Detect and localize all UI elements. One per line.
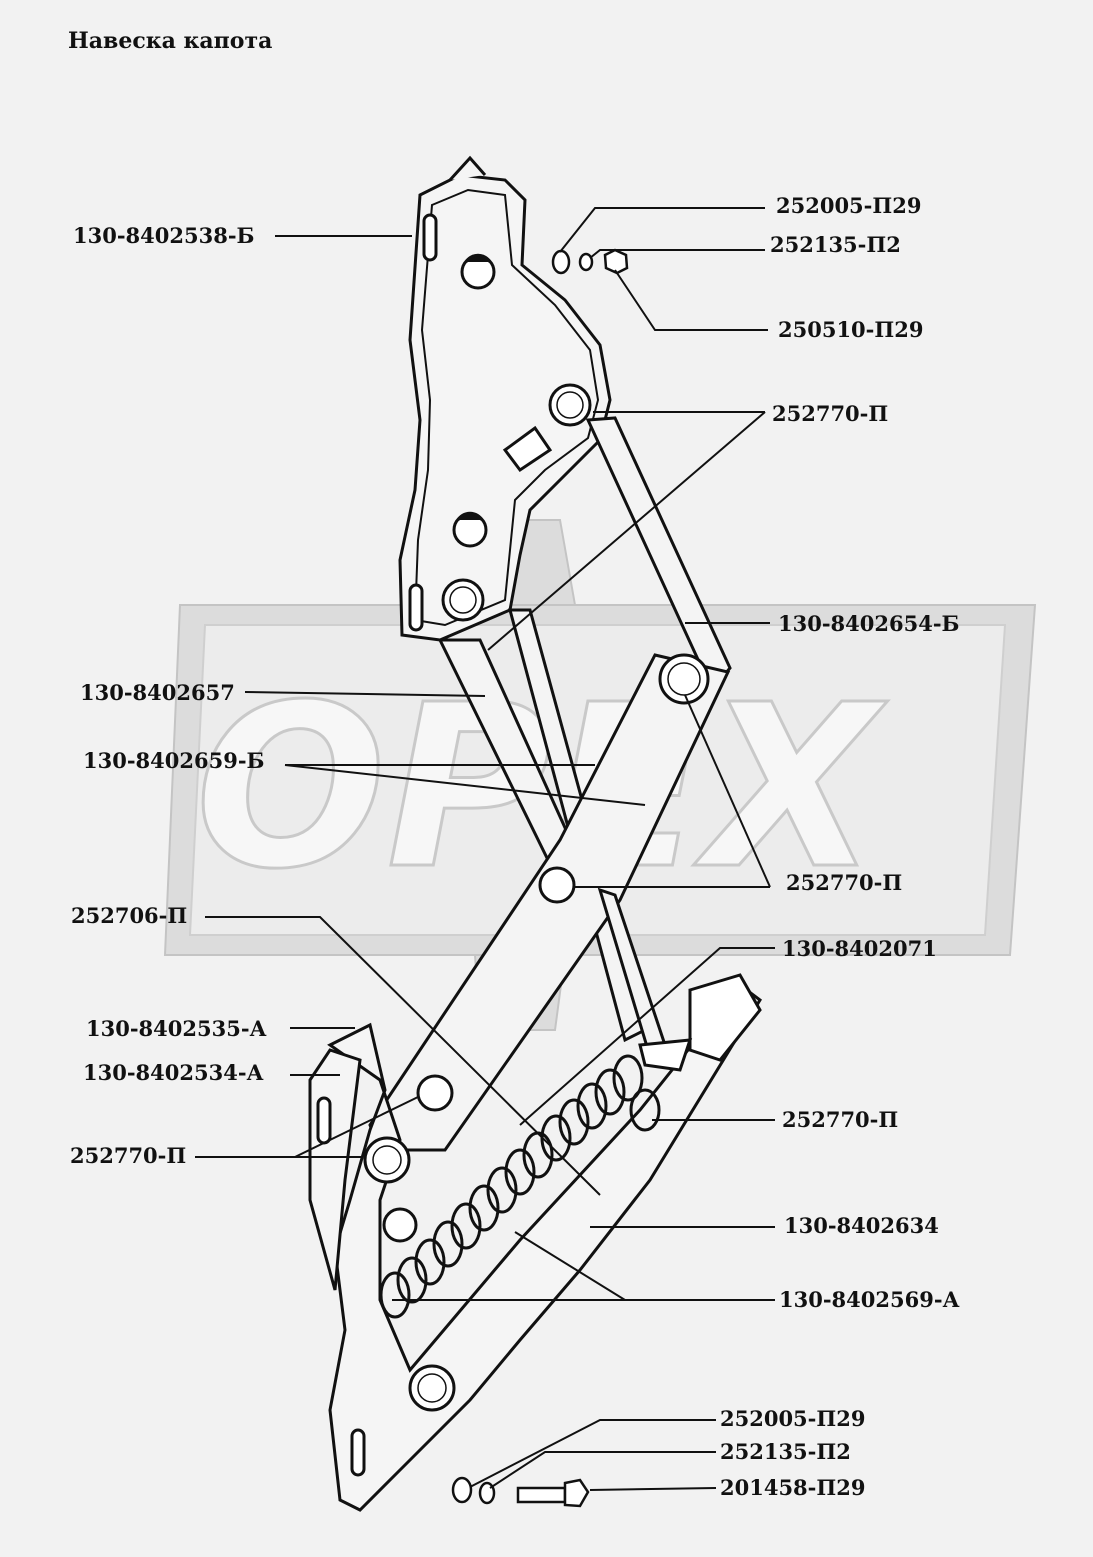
part-label: 252770-П [786,870,903,895]
part-label: 130-8402657 [80,680,235,705]
part-label: 130-8402538-Б [73,223,255,248]
part-label: 252770-П [782,1107,899,1132]
lower-bracket [308,973,762,1512]
part-label: 130-8402654-Б [778,611,960,636]
part-label: 201458-П29 [720,1475,866,1500]
part-label: 130-8402535-А [86,1016,267,1041]
part-label: 252005-П29 [720,1406,866,1431]
part-label: 130-8402634 [784,1213,939,1238]
part-label: 250510-П29 [778,317,924,342]
part-label: 252135-П2 [720,1439,851,1464]
page-title: Навеска капота [68,28,273,54]
part-label: 252770-П [772,401,889,426]
part-label: 252135-П2 [770,232,901,257]
part-label: 252770-П [70,1143,187,1168]
part-label: 130-8402534-А [83,1060,264,1085]
upper-bracket [398,155,612,642]
part-label: 252005-П29 [776,193,922,218]
leader-lines [195,207,775,1491]
part-label: 130-8402569-А [779,1287,960,1312]
part-label: 130-8402659-Б [83,748,265,773]
part-label: 130-8402071 [782,936,937,961]
part-label: 252706-П [71,903,188,928]
